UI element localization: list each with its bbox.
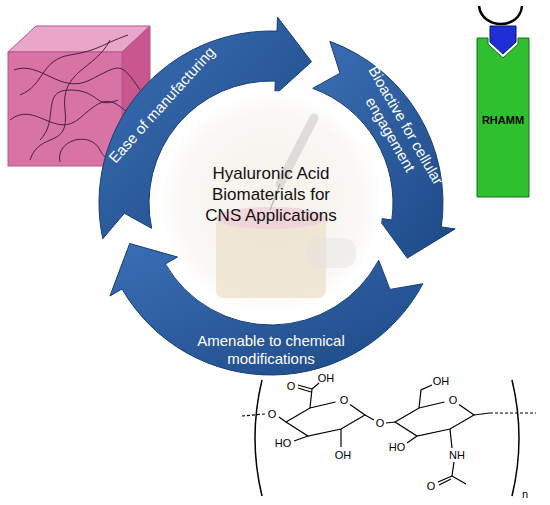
- atom-label: OH: [433, 375, 450, 387]
- atom-label: HO: [275, 437, 292, 449]
- atom-label: OH: [318, 372, 335, 384]
- bond: [340, 429, 341, 447]
- bond: [450, 429, 452, 448]
- atom-label: OH: [335, 449, 352, 461]
- receptor-body: [477, 38, 529, 197]
- hub-backdrop: [159, 91, 383, 315]
- atom-label: n: [522, 488, 528, 500]
- bond: [310, 383, 319, 408]
- receptor-label: RHAMM: [482, 114, 524, 126]
- left-bracket: [255, 380, 262, 496]
- glove-shadow: [306, 238, 356, 268]
- bond: [474, 413, 490, 415]
- glucuronic-ring: [286, 402, 365, 436]
- bond: [452, 462, 466, 484]
- dashed-bond: [490, 412, 536, 413]
- bond: [407, 436, 417, 443]
- cycle-arrow: Amenable to chemical modifications: [107, 241, 425, 377]
- receptor-box: RHAMM: [476, 36, 530, 198]
- hub-title: Hyaluronic Acid Biomaterials for CNS App…: [196, 162, 346, 225]
- atom-label: O: [376, 417, 385, 429]
- center-hub: Hyaluronic Acid Biomaterials for CNS App…: [156, 88, 386, 318]
- bond: [419, 385, 432, 408]
- bond: [279, 417, 286, 422]
- atom-label: HO: [389, 441, 406, 453]
- glucosamine-ring: [395, 402, 474, 436]
- double-bond: [438, 476, 452, 485]
- polymer-strand: [10, 101, 135, 124]
- polymer-strand: [20, 35, 128, 95]
- arrow-band: [110, 244, 423, 375]
- ligand-chain: [479, 6, 522, 24]
- polymer-strand: [40, 90, 118, 140]
- atom-label: O: [340, 394, 349, 406]
- atom-label: NH: [449, 449, 465, 461]
- double-bond: [298, 385, 312, 392]
- atom-label: O: [449, 394, 458, 406]
- dashed-bond: [242, 414, 265, 416]
- arrow-label: Amenable to chemical modifications: [185, 332, 357, 368]
- right-bracket: [512, 380, 519, 496]
- atom-label: O: [268, 408, 277, 420]
- atom-label: O: [427, 480, 436, 492]
- bond: [294, 436, 308, 441]
- atom-label: O: [287, 380, 296, 392]
- hyaluronic-acid-structure: [242, 380, 536, 496]
